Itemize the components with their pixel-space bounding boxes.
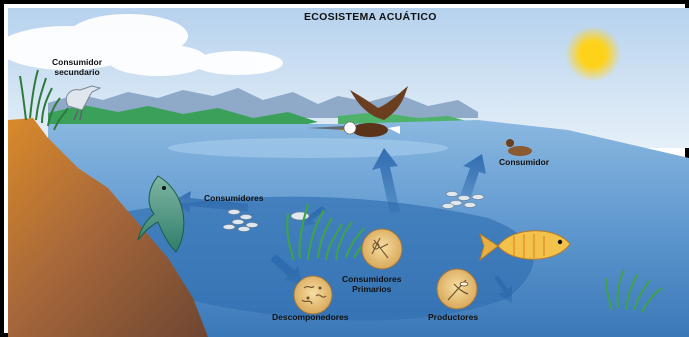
label-primary-consumers: Consumidores Primarios [342, 274, 402, 294]
label-secondary-consumer-line2: secundario [52, 67, 102, 77]
plankton-icon [437, 269, 477, 309]
bacteria-icon [294, 276, 332, 314]
label-secondary-consumer-line1: Consumidor [52, 57, 102, 67]
plankton-icon [362, 229, 402, 269]
label-decomposers: Descomponedores [272, 312, 349, 322]
water-highlight [168, 138, 448, 158]
label-producers: Productores [428, 312, 478, 322]
label-secondary-consumer: Consumidor secundario [52, 57, 102, 77]
label-primary-consumers-line2: Primarios [342, 284, 402, 294]
label-primary-consumers-line1: Consumidores [342, 274, 402, 284]
label-consumers: Consumidores [204, 193, 264, 203]
label-consumer: Consumidor [499, 157, 549, 167]
sun-icon [565, 26, 621, 82]
diagram-title: ECOSISTEMA ACUÁTICO [304, 12, 437, 22]
